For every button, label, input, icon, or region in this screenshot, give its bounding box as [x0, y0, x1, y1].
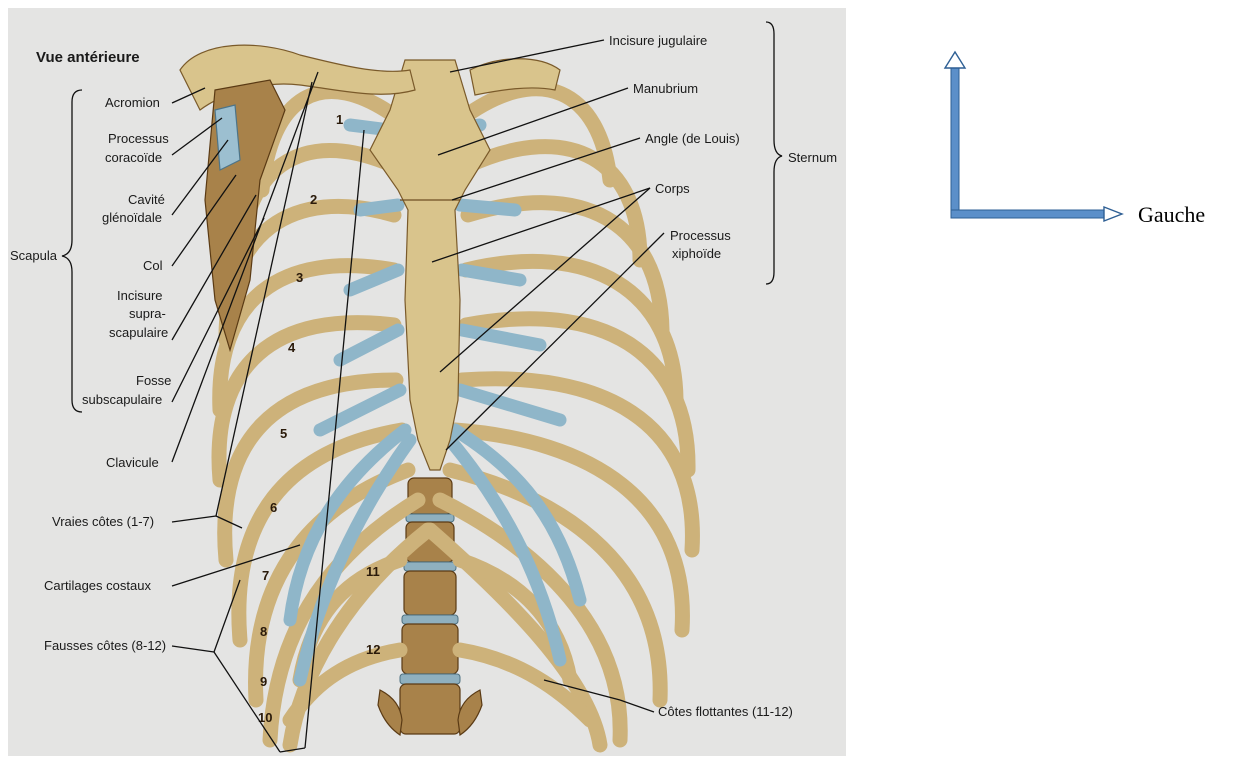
label-cotes-flottantes: Côtes flottantes (11-12): [658, 704, 793, 719]
orientation-arrowhead-up: [945, 52, 965, 68]
rib-number-6: 6: [270, 500, 277, 515]
orientation-label-gauche: Gauche: [1138, 202, 1205, 227]
rib-number-12: 12: [366, 642, 380, 657]
label-incisure-supra-line3: scapulaire: [109, 325, 168, 340]
label-processus-xiphoide-line2: xiphoïde: [672, 246, 721, 261]
label-fosse-line2: subscapulaire: [82, 392, 162, 407]
rib-number-1: 1: [336, 112, 343, 127]
label-angle-louis: Angle (de Louis): [645, 131, 740, 146]
orientation-indicator: Gauche: [945, 52, 1205, 227]
label-incisure-supra-line1: Incisure: [117, 288, 163, 303]
rib-number-9: 9: [260, 674, 267, 689]
rib-number-8: 8: [260, 624, 267, 639]
label-fausses-cotes: Fausses côtes (8-12): [44, 638, 166, 653]
rib-number-7: 7: [262, 568, 269, 583]
label-processus-coracoide-line1: Processus: [108, 131, 169, 146]
label-cartilages-costaux: Cartilages costaux: [44, 578, 151, 593]
orientation-arrow-horizontal: [951, 210, 1106, 218]
label-incisure-jugulaire: Incisure jugulaire: [609, 33, 707, 48]
label-vraies-cotes: Vraies côtes (1-7): [52, 514, 154, 529]
orientation-arrowhead-right: [1104, 207, 1122, 221]
label-col: Col: [143, 258, 163, 273]
rib-number-11: 11: [366, 564, 380, 579]
label-corps: Corps: [655, 181, 690, 196]
label-processus-xiphoide-line1: Processus: [670, 228, 731, 243]
label-incisure-supra-line2: supra-: [129, 306, 166, 321]
rib-number-2: 2: [310, 192, 317, 207]
view-title: Vue antérieure: [36, 49, 140, 66]
label-fosse-line1: Fosse: [136, 373, 171, 388]
label-scapula: Scapula: [10, 248, 58, 263]
label-clavicule: Clavicule: [106, 455, 159, 470]
rib-number-3: 3: [296, 270, 303, 285]
label-cavite-line1: Cavité: [128, 192, 165, 207]
label-cavite-line2: glénoïdale: [102, 210, 162, 225]
label-processus-coracoide-line2: coracoïde: [105, 150, 162, 165]
label-sternum: Sternum: [788, 150, 837, 165]
rib-number-4: 4: [288, 340, 296, 355]
label-acromion: Acromion: [105, 95, 160, 110]
rib-number-5: 5: [280, 426, 287, 441]
orientation-arrow-vertical: [951, 66, 959, 216]
label-manubrium: Manubrium: [633, 81, 698, 96]
